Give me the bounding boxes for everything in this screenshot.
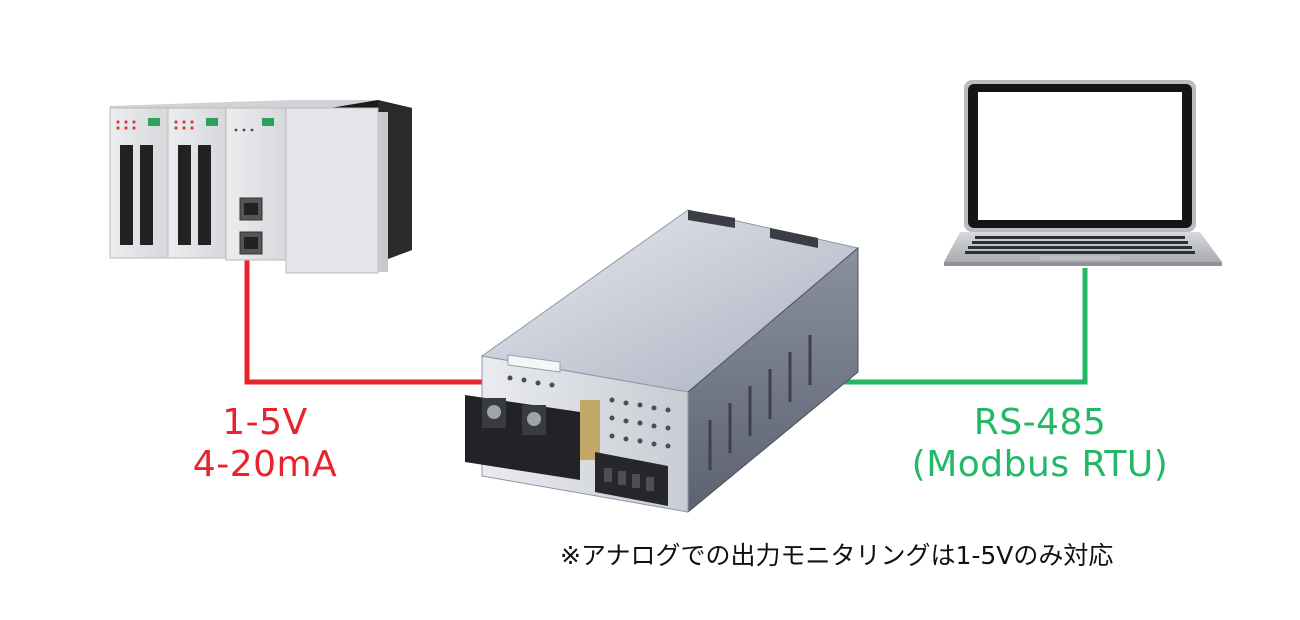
analog-signal-line: [244, 255, 490, 385]
footnote-text: ※アナログでの出力モニタリングは1-5Vのみ対応: [560, 541, 1114, 570]
rs485-label: RS-485: [973, 402, 1107, 443]
analog-current-label: 4-20mA: [192, 444, 338, 485]
modbus-label: (Modbus RTU): [911, 444, 1169, 485]
analog-voltage-label: 1-5V: [222, 402, 308, 443]
rs485-signal-line: [795, 268, 1088, 385]
laptop-icon: [944, 80, 1222, 266]
plc-icon: [109, 100, 412, 274]
analog-output-label: 1-5V 4-20mA: [170, 402, 360, 486]
power-supply-icon: [465, 209, 860, 514]
serial-comm-label: RS-485 (Modbus RTU): [880, 402, 1200, 486]
